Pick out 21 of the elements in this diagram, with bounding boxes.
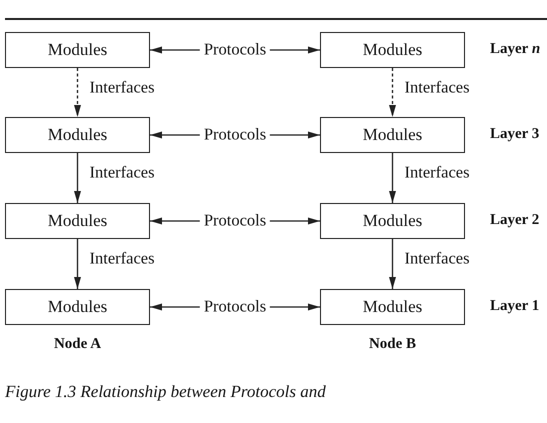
arrow <box>74 68 81 117</box>
module-box: Modules <box>5 289 150 325</box>
module-box: Modules <box>320 289 465 325</box>
module-box: Modules <box>320 117 465 153</box>
arrow <box>389 68 396 117</box>
layer-label: Layer n <box>490 41 540 58</box>
figure-caption: Figure 1.3 Relationship between Protocols and <box>5 382 326 402</box>
layer-label: Layer 2 <box>490 212 540 230</box>
arrow <box>74 153 81 203</box>
layer-label: Layer 3 <box>490 126 540 144</box>
module-box: Modules <box>5 203 150 239</box>
node-label: Node A <box>54 336 102 354</box>
layer-label: Layer 1 <box>490 298 540 316</box>
module-box: Modules <box>320 32 465 68</box>
arrow <box>389 239 396 289</box>
module-box: Modules <box>320 203 465 239</box>
arrow <box>389 153 396 203</box>
arrow <box>74 239 81 289</box>
node-label: Node B <box>368 336 416 354</box>
module-box: Modules <box>5 117 150 153</box>
module-box: Modules <box>5 32 150 68</box>
